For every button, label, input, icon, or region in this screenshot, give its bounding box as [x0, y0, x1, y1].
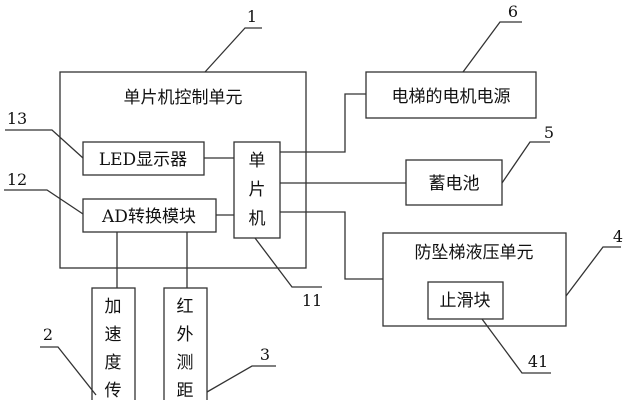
leader-12	[4, 189, 84, 215]
acceleration-sensor-char: 度	[105, 353, 122, 373]
leader-3	[206, 365, 276, 393]
ad-converter-label: AD转换模块	[101, 207, 196, 227]
wire-mcu-motor-power	[280, 93, 366, 153]
slide-stop-block-label: 止滑块	[440, 291, 491, 311]
leader-2	[40, 346, 97, 396]
mcu-box	[233, 141, 281, 239]
mcu-char: 机	[249, 209, 266, 229]
slide-stop-block-box	[427, 281, 504, 320]
battery-box	[405, 159, 503, 206]
leader-6	[462, 21, 522, 73]
infrared-ranging-char: 距	[177, 381, 194, 400]
ref-number-4: 4	[613, 227, 623, 246]
mcu-control-unit-label: 单片机控制单元	[124, 88, 243, 108]
hydraulic-unit-label: 防坠梯液压单元	[415, 243, 534, 263]
leader-41	[481, 318, 551, 374]
ref-number-11: 11	[302, 291, 322, 310]
ref-number-1: 1	[247, 7, 257, 26]
ref-number-2: 2	[43, 325, 53, 344]
acceleration-sensor-char: 加	[105, 297, 122, 317]
leader-11	[254, 237, 322, 288]
infrared-ranging-char: 外	[177, 325, 194, 345]
elevator-motor-power-label: 电梯的电机电源	[392, 87, 511, 107]
mcu-char: 单	[249, 151, 266, 171]
leader-5	[501, 141, 550, 184]
ref-number-12: 12	[7, 170, 27, 189]
infrared-ranging-char: 测	[177, 353, 194, 373]
wire-mcu-hydraulic	[280, 211, 383, 280]
battery-label: 蓄电池	[429, 174, 480, 194]
ref-number-5: 5	[544, 123, 554, 142]
ref-number-13: 13	[7, 109, 27, 128]
led-display-box	[82, 141, 205, 176]
leader-13	[5, 129, 84, 159]
mcu-char: 片	[249, 180, 266, 200]
infrared-ranging-char: 红	[177, 297, 194, 317]
ref-number-3: 3	[260, 345, 270, 364]
acceleration-sensor-char: 传	[105, 381, 122, 400]
led-display-label: LED显示器	[99, 150, 187, 170]
acceleration-sensor-char: 速	[105, 325, 122, 345]
ref-number-6: 6	[508, 2, 518, 21]
infrared-ranging-box	[163, 287, 208, 400]
ref-number-41: 41	[528, 352, 548, 371]
leader-4	[565, 246, 621, 297]
elevator-motor-power-box	[365, 71, 537, 119]
acceleration-sensor-box	[91, 287, 136, 400]
ad-converter-box	[82, 198, 217, 233]
leader-1	[204, 27, 262, 73]
